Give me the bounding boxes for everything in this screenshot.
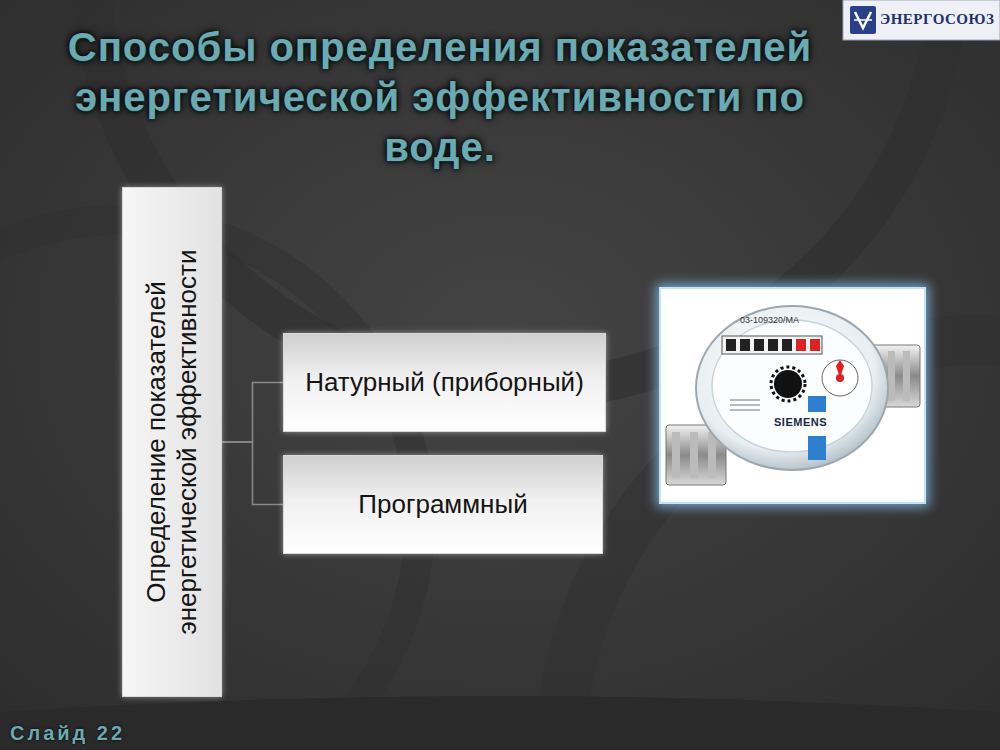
slide-number: Слайд 22 [10, 722, 125, 744]
method-box: Программный [283, 455, 603, 554]
tree-connector [222, 383, 283, 443]
logo-text: ЭНЕРГОСОЮЗ [880, 11, 994, 28]
slide-title: Способы определения показателей энергети… [30, 22, 850, 172]
tree-connector [222, 442, 283, 505]
meter-brand: SIEMENS [774, 416, 827, 428]
node-text: Определение показателей энергетической э… [141, 202, 203, 682]
node-text: Натурный (приборный) [293, 367, 596, 398]
method-box: Натурный (приборный) [283, 333, 606, 432]
node-text: Программный [346, 489, 539, 520]
meter-serial: 03-109320/MA [740, 316, 799, 326]
vertical-box: Определение показателей энергетической э… [122, 187, 222, 697]
